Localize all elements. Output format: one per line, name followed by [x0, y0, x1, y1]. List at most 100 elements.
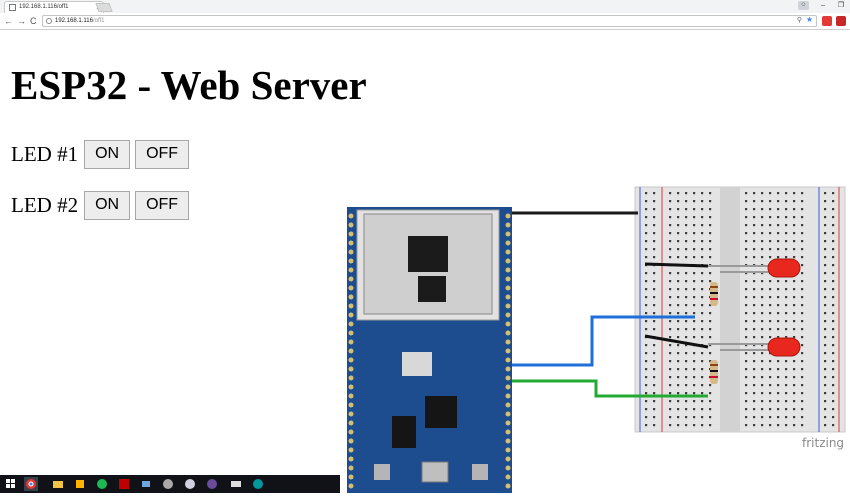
breadboard-hole — [785, 400, 788, 403]
breadboard-hole — [793, 392, 796, 395]
breadboard-hole — [785, 256, 788, 259]
header-pin — [348, 366, 354, 372]
breadboard-hole — [653, 360, 656, 363]
header-pin — [348, 339, 354, 345]
breadboard-hole — [645, 208, 648, 211]
breadboard-hole — [753, 280, 756, 283]
spotify-icon[interactable] — [95, 477, 109, 491]
network-icon[interactable] — [139, 477, 153, 491]
breadboard-hole — [793, 400, 796, 403]
breadboard-hole — [785, 288, 788, 291]
breadboard-hole — [824, 264, 827, 267]
breadboard-hole — [685, 328, 688, 331]
header-pin — [348, 348, 354, 354]
header-pin — [348, 222, 354, 228]
breadboard-hole — [769, 328, 772, 331]
led-2-on-button[interactable]: ON — [84, 190, 131, 220]
breadboard-hole — [669, 376, 672, 379]
breadboard-hole — [777, 368, 780, 371]
breadboard-hole — [801, 208, 804, 211]
breadboard-hole — [761, 232, 764, 235]
chrome-icon[interactable] — [24, 477, 38, 491]
back-button[interactable]: ← — [4, 16, 13, 26]
breadboard-hole — [677, 232, 680, 235]
breadboard-hole — [701, 256, 704, 259]
breadboard-hole — [769, 256, 772, 259]
breadboard-hole — [645, 352, 648, 355]
arduino-icon[interactable] — [251, 477, 265, 491]
breadboard-hole — [769, 304, 772, 307]
header-pin — [348, 474, 354, 480]
header-pin — [348, 267, 354, 273]
breadboard-hole — [824, 224, 827, 227]
app-icon[interactable] — [229, 477, 243, 491]
header-pin — [505, 474, 511, 480]
breadboard-hole — [832, 248, 835, 251]
breadboard-hole — [677, 296, 680, 299]
app-icon[interactable] — [183, 477, 197, 491]
breadboard-hole — [824, 312, 827, 315]
filezilla-icon[interactable] — [117, 477, 131, 491]
breadboard-hole — [709, 408, 712, 411]
breadboard-hole — [753, 312, 756, 315]
breadboard-hole — [753, 328, 756, 331]
breadboard-hole — [777, 296, 780, 299]
breadboard-hole — [832, 392, 835, 395]
breadboard-hole — [785, 280, 788, 283]
breadboard-hole — [645, 232, 648, 235]
reset-button — [472, 464, 488, 480]
breadboard-hole — [832, 288, 835, 291]
minimize-button[interactable]: – — [821, 2, 825, 9]
breadboard-hole — [801, 296, 804, 299]
windows-start-icon[interactable] — [4, 477, 18, 491]
led-1-on-button[interactable]: ON — [84, 139, 131, 169]
file-explorer-icon[interactable] — [51, 477, 65, 491]
restore-button[interactable]: ❐ — [837, 2, 845, 9]
esp32-chip — [408, 236, 448, 272]
breadboard-hole — [801, 280, 804, 283]
address-bar[interactable]: 192.168.1.116/off1 ⚲ ★ — [42, 15, 817, 27]
breadboard-hole — [645, 272, 648, 275]
breadboard-hole — [769, 368, 772, 371]
led-2-off-button[interactable]: OFF — [135, 190, 190, 220]
breadboard-hole — [693, 256, 696, 259]
site-info-icon[interactable] — [46, 18, 52, 24]
breadboard-hole — [793, 328, 796, 331]
profile-icon[interactable]: ☺ — [798, 1, 809, 10]
breadboard-hole — [701, 400, 704, 403]
breadboard-hole — [753, 224, 756, 227]
breadboard-hole — [669, 408, 672, 411]
breadboard-hole — [832, 304, 835, 307]
app-icon[interactable] — [205, 477, 219, 491]
led-1-off-button[interactable]: OFF — [135, 139, 190, 169]
reload-button[interactable]: C — [30, 16, 37, 26]
breadboard-hole — [669, 328, 672, 331]
breadboard-hole — [753, 232, 756, 235]
bookmark-star-icon[interactable]: ★ — [805, 15, 813, 24]
new-tab-button[interactable] — [95, 3, 113, 12]
breadboard-hole — [693, 208, 696, 211]
breadboard-hole — [769, 384, 772, 387]
browser-tab[interactable]: 192.168.1.116/off1 x — [4, 1, 104, 13]
breadboard-hole — [832, 224, 835, 227]
breadboard-hole — [745, 344, 748, 347]
breadboard-hole — [645, 368, 648, 371]
breadboard-hole — [785, 408, 788, 411]
forward-button[interactable]: → — [17, 16, 26, 26]
app-icon[interactable] — [73, 477, 87, 491]
breadboard-hole — [677, 320, 680, 323]
esp32-header-pins — [348, 213, 511, 489]
breadboard-hole — [677, 248, 680, 251]
breadboard-hole — [709, 400, 712, 403]
app-icon[interactable] — [161, 477, 175, 491]
zoom-icon[interactable]: ⚲ — [796, 17, 802, 24]
breadboard-hole — [709, 256, 712, 259]
resistor-band — [710, 286, 718, 288]
extension-icon[interactable] — [836, 16, 846, 26]
breadboard-hole — [793, 416, 796, 419]
breadboard-hole — [753, 416, 756, 419]
breadboard-hole — [793, 312, 796, 315]
breadboard-hole — [693, 280, 696, 283]
breadboard-hole — [832, 296, 835, 299]
extension-icon[interactable] — [822, 16, 832, 26]
